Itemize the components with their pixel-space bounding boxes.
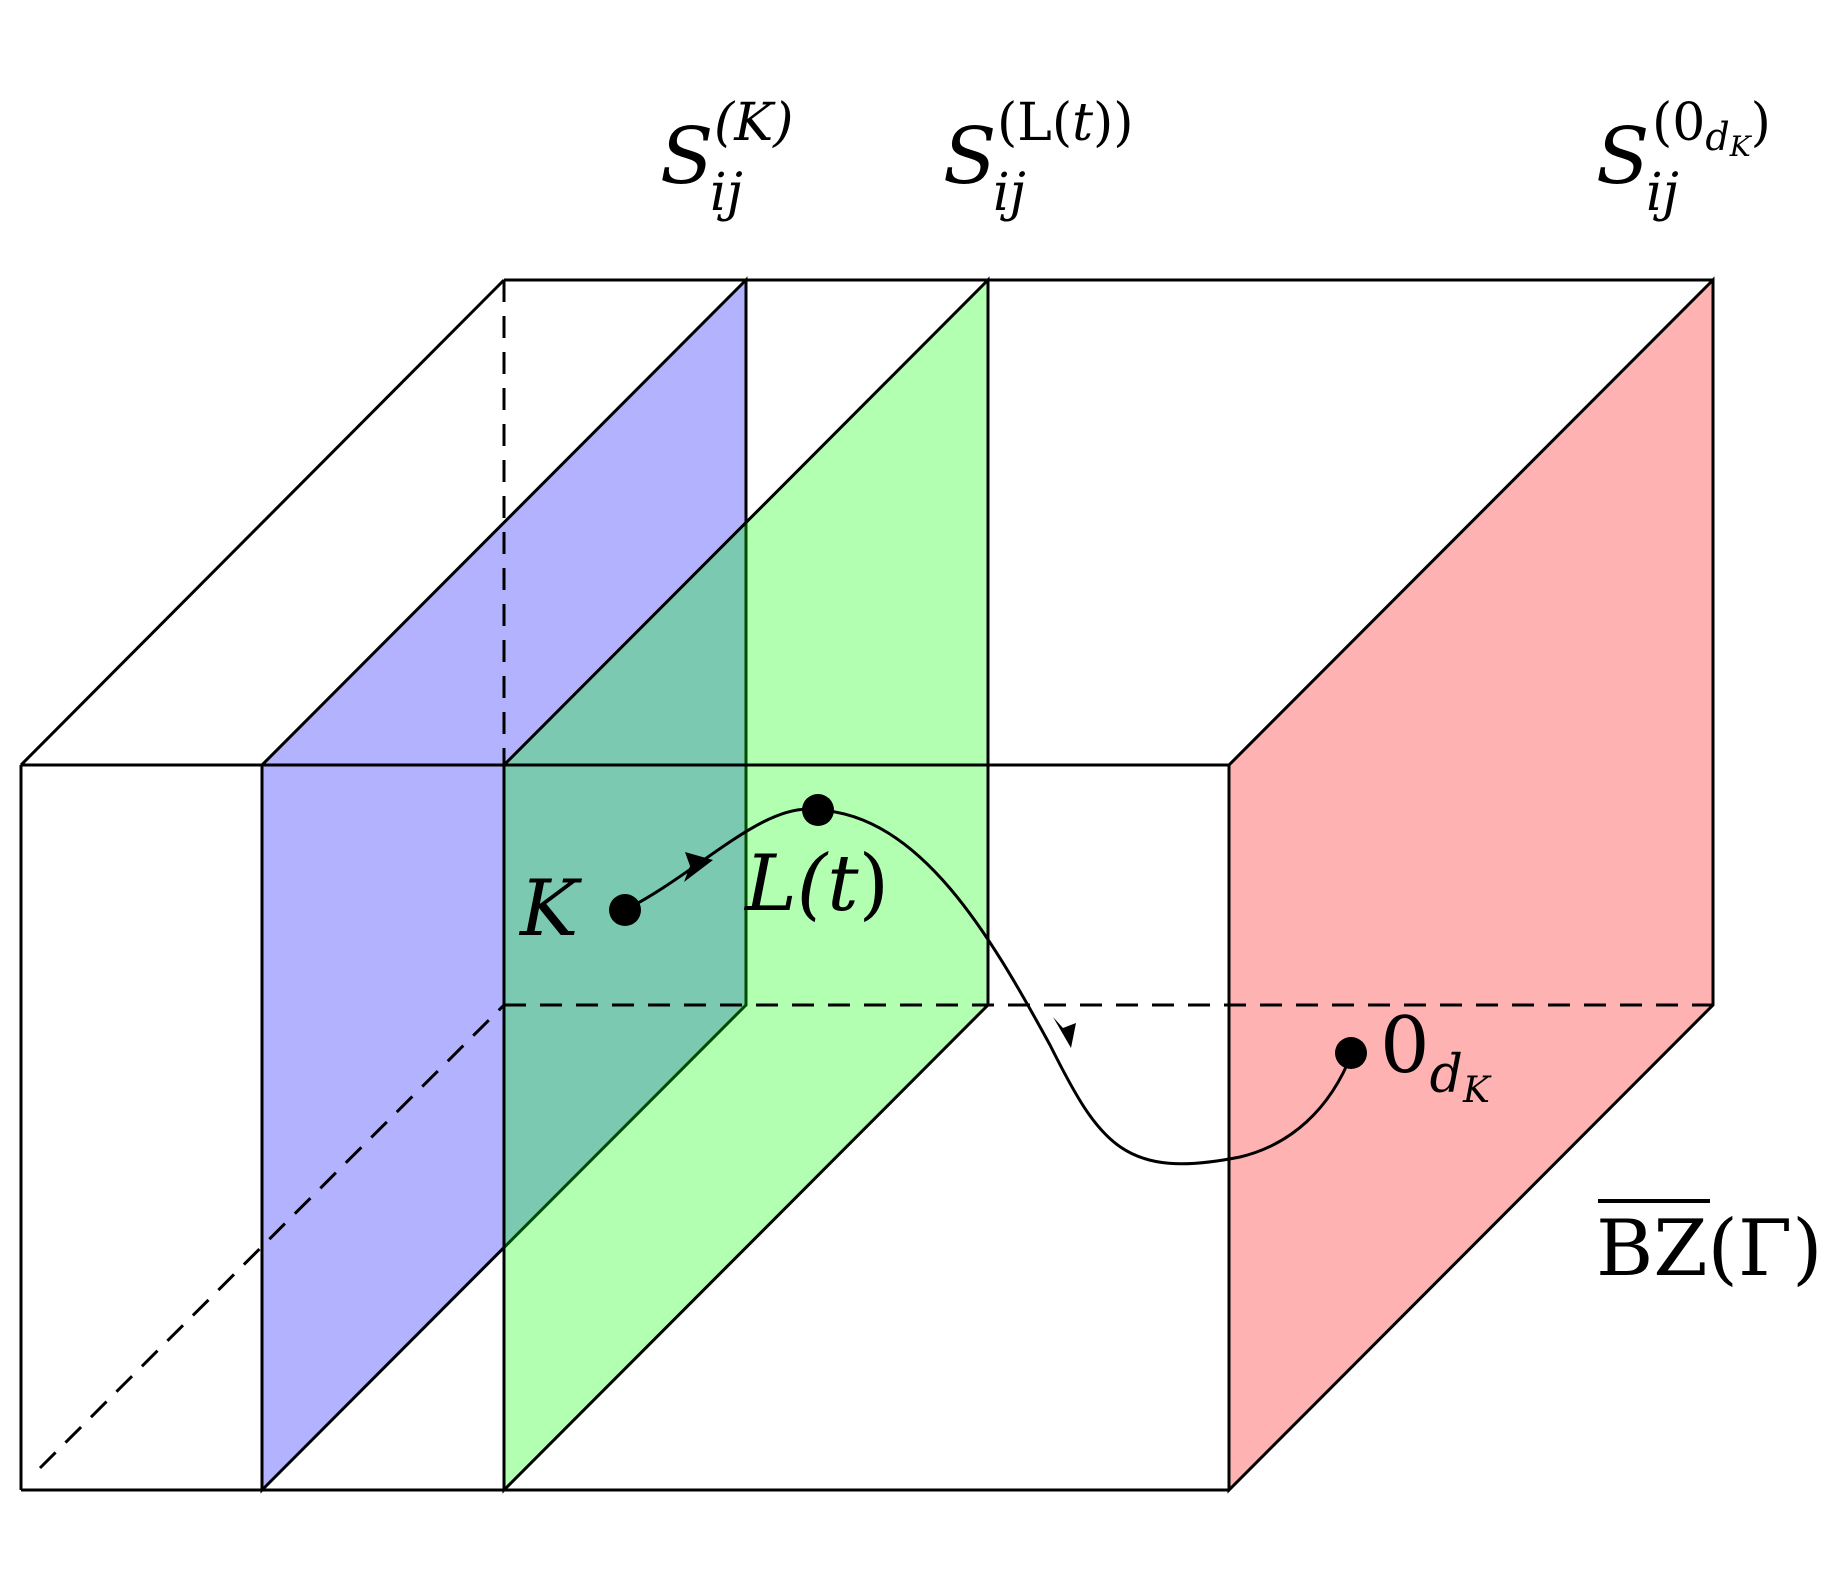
label-bz: BZ(Γ) [1596, 1199, 1823, 1294]
label-0: 0dK [1380, 1001, 1492, 1111]
path-curve [624, 807, 1354, 1166]
arrow-head-2 [1053, 1017, 1076, 1048]
point-0 [1335, 1037, 1367, 1069]
point-l [802, 794, 834, 826]
hidden-edges [38, 280, 1713, 1470]
label-s-l: S ij (L(t)) [943, 93, 1134, 223]
plane-s-0 [1227, 276, 1715, 1494]
label-s-0: S ij (0dK) [1596, 93, 1771, 223]
arrow-head-1 [684, 852, 713, 882]
point-k [609, 894, 641, 926]
svg-text:BZ(Γ): BZ(Γ) [1596, 1204, 1823, 1294]
label-l: L(t) [743, 839, 889, 929]
label-k: K [518, 864, 583, 954]
label-s-k: S ij (K) [660, 93, 793, 223]
box-edges [19, 278, 1713, 1492]
